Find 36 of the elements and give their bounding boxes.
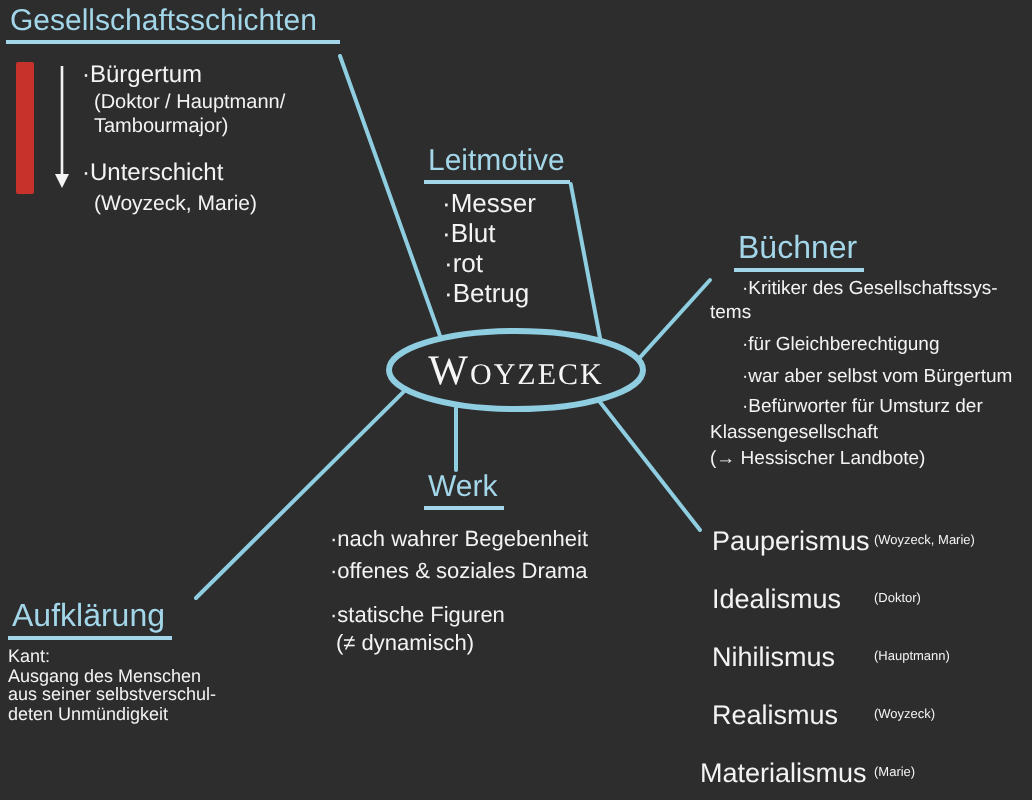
topic-text: ·war aber selbst vom Bürgertum — [740, 366, 1013, 391]
topic-text: ·Betrug — [444, 278, 530, 308]
connector-line — [454, 405, 458, 472]
topic-heading: Aufklärung — [8, 598, 171, 641]
topic-text: (Woyzeck, Marie) — [94, 191, 257, 217]
topic-text: Kant: — [8, 646, 51, 668]
topic-heading: Werk — [424, 470, 504, 510]
term-label: Materialismus — [700, 756, 867, 792]
topic-text: (→ Hessischer Landbote) — [710, 448, 926, 473]
topic-text: (≠ dynamisch) — [336, 631, 474, 658]
topic-text: ·Befürworter für Umsturz der Klassengesellschaft — [710, 396, 985, 447]
connector-line — [338, 54, 442, 338]
topic-heading: Gesellschaftsschichten — [6, 4, 340, 44]
topic-text: (Doktor / Hauptmann/ Tambourmajor) — [94, 92, 288, 141]
topic-text: ·statische Figuren — [330, 604, 505, 632]
topic-heading: Büchner — [734, 230, 864, 273]
topic-text: ·Bürgertum — [82, 60, 203, 89]
term-label: Nihilismus — [712, 640, 836, 676]
topic-text: ·Unterschicht — [82, 158, 224, 188]
topic-text: ·für Gleichberechtigung — [740, 334, 940, 359]
topic-text: ·Kritiker des Gesellschaftssys- tems — [710, 278, 1000, 327]
topic-text: ·offenes & soziales Drama — [330, 560, 588, 587]
connector-line — [638, 278, 712, 360]
topic-text: Ausgang des Menschen aus seiner selbstverschul- deten Unmündigkeit — [8, 667, 219, 725]
topic-title: WOYZECK — [428, 349, 604, 391]
term-label: Realismus — [712, 698, 839, 734]
topic-text: ·rot — [444, 248, 483, 278]
topic-text: ·nach wahrer Begebenheit — [330, 528, 589, 555]
connector-line — [194, 389, 406, 600]
connector-line — [598, 400, 702, 532]
connector-line — [568, 182, 602, 340]
term-label: Pauperismus — [712, 524, 870, 560]
term-label: Idealismus — [712, 582, 842, 618]
topic-text: ·Blut — [442, 218, 496, 248]
topic-heading: Leitmotive — [424, 144, 571, 184]
topic-text: ·Messer — [442, 188, 536, 218]
